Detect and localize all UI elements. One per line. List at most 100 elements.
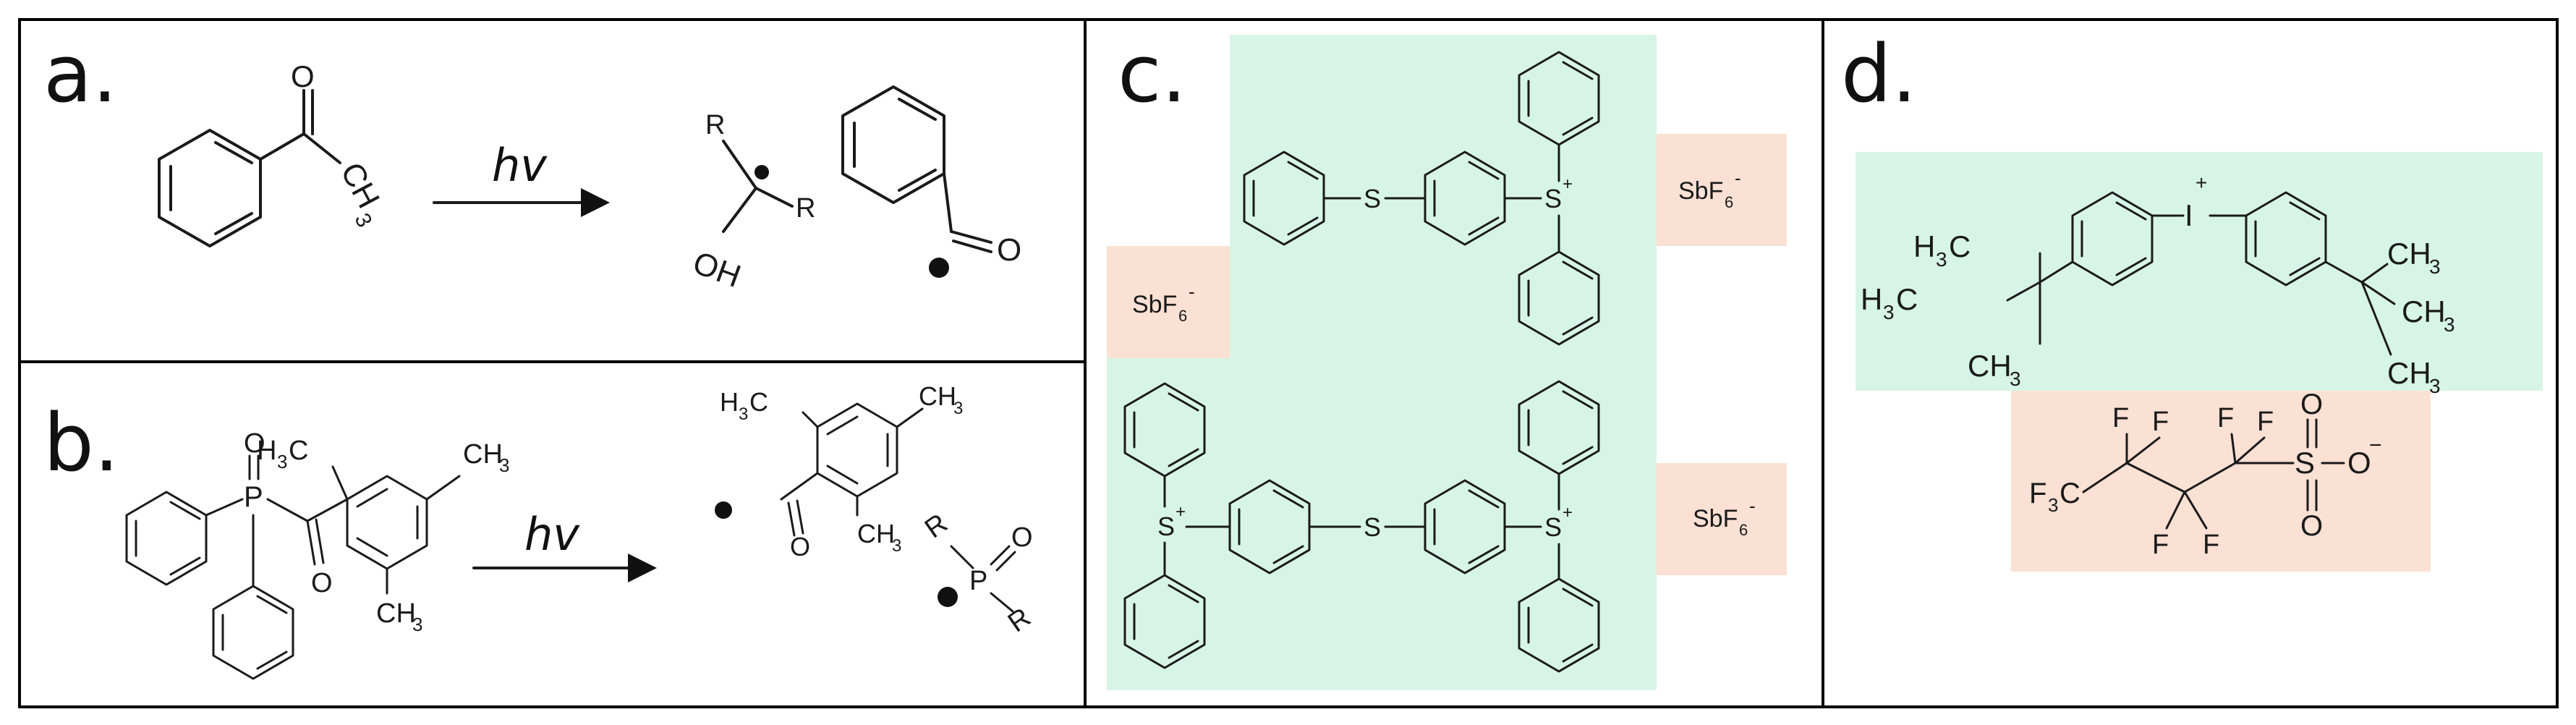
hv-label-a: hv xyxy=(492,139,548,192)
d-right-ch3-top-sub: 3 xyxy=(2429,255,2441,278)
radical-ch3-bottom-sub: 3 xyxy=(892,536,901,556)
anion-f6: F xyxy=(2257,407,2274,437)
tpo-h3c-sub: 3 xyxy=(277,451,287,472)
d-left-h3c-top: H xyxy=(1913,229,1935,263)
panel-c-label: c. xyxy=(1118,27,1186,120)
d-left-h3c-mid-c: C xyxy=(1896,282,1918,316)
radical-h3c: H xyxy=(720,387,739,417)
hv-label-b: hv xyxy=(524,508,580,561)
bottom-sulfonium-dication: S + S S + xyxy=(1123,380,1600,673)
bottom-left-s-plus: S xyxy=(1157,512,1175,541)
panel-c-white-gap xyxy=(1107,35,1230,246)
anion-o-minus: O xyxy=(2347,446,2371,480)
anion-o-bottom: O xyxy=(2300,510,2323,542)
anion-f3c: F xyxy=(2029,478,2046,509)
ketyl-r2: R xyxy=(796,193,815,224)
tpo-p: P xyxy=(244,481,263,513)
tpo-ch3-bottom-sub: 3 xyxy=(412,614,422,635)
tpo-o1: O xyxy=(244,428,265,459)
counterion-3: SbF xyxy=(1693,505,1738,533)
d-left-h3c-mid: H xyxy=(1861,282,1882,316)
panel-b: b. P O O xyxy=(43,381,1037,680)
d-left-h3c-top-sub: 3 xyxy=(1936,248,1947,271)
panel-c-anion-highlight-2 xyxy=(1107,246,1230,358)
phosphinoyl-p: P xyxy=(969,566,987,596)
d-left-ch3-bottom: CH xyxy=(1968,349,2012,383)
phosphinoyl-radical: R P O R xyxy=(919,508,1037,638)
counterion-1-sup: - xyxy=(1735,167,1741,189)
d-left-h3c-top-c: C xyxy=(1949,229,1971,263)
anion-f4: F xyxy=(2203,530,2219,560)
anion-f5: F xyxy=(2217,403,2234,433)
top-s-charge: + xyxy=(1563,174,1573,194)
mesitoyl-radical: H 3 C CH 3 CH 3 O xyxy=(715,381,963,561)
counterion-1: SbF xyxy=(1678,177,1723,205)
anion-f3: F xyxy=(2152,530,2169,560)
top-s: S xyxy=(1364,184,1381,213)
nonaflate-anion: F 3 C F F F F F F S O O xyxy=(2029,389,2382,560)
acetophenone-o: O xyxy=(291,59,315,93)
bottom-right-s-plus: S xyxy=(1544,512,1562,542)
panel-d-anion-highlight xyxy=(2011,391,2431,572)
acetophenone-ch3-sub: 3 xyxy=(349,209,376,231)
top-sulfonium-cation: S S + xyxy=(1243,51,1600,346)
radical-ch3-top-sub: 3 xyxy=(953,399,963,418)
panel-c-anion-highlight-3 xyxy=(1657,463,1787,575)
counterion-3-sup: - xyxy=(1749,495,1756,517)
ketyl-r1: R xyxy=(705,110,725,140)
acetophenone-ch3: CH xyxy=(333,157,386,214)
panel-c-anion-highlight-1 xyxy=(1657,134,1787,246)
phosphinoyl-o: O xyxy=(1011,522,1033,553)
counterion-3-sub: 6 xyxy=(1739,521,1748,539)
benzoyl-o: O xyxy=(997,232,1021,268)
bottom-s: S xyxy=(1364,512,1381,542)
panel-b-label: b. xyxy=(43,397,119,489)
panel-d: d. I + H 3 C H 3 C CH 3 xyxy=(1841,27,2543,572)
radical-h3c-sub: 3 xyxy=(739,404,748,424)
iodonium-i: I xyxy=(2185,198,2193,232)
anion-f1: F xyxy=(2112,403,2129,433)
d-right-ch3-bottom-sub: 3 xyxy=(2429,375,2441,397)
tpo-molecule: P O O H 3 C CH 3 CH 3 xyxy=(125,428,509,680)
anion-f3c-c: C xyxy=(2059,478,2080,509)
anion-o-minus-charge: − xyxy=(2369,433,2382,457)
d-right-ch3-bottom: CH xyxy=(2387,356,2431,390)
d-right-ch3-mid-sub: 3 xyxy=(2444,313,2455,336)
ketyl-radical: R R OH xyxy=(689,110,816,294)
anion-f3c-sub: 3 xyxy=(2048,494,2058,516)
radical-ch3-top: CH xyxy=(919,381,956,411)
tpo-ch3-bottom: CH xyxy=(376,598,416,629)
d-right-ch3-mid: CH xyxy=(2402,294,2446,328)
tpo-ch3-top: CH xyxy=(463,439,503,470)
panel-a-label: a. xyxy=(43,27,117,120)
radical-o: O xyxy=(790,532,810,561)
ketyl-oh: OH xyxy=(689,245,746,294)
acetophenone: O CH 3 xyxy=(158,59,386,247)
anion-f2: F xyxy=(2152,407,2169,437)
panel-d-cation-highlight xyxy=(1856,152,2543,391)
bottom-right-s-charge: + xyxy=(1563,503,1573,522)
radical-ch3-bottom: CH xyxy=(857,519,895,548)
panel-d-label: d. xyxy=(1841,27,1917,120)
iodonium-cation: I + H 3 C H 3 C CH 3 xyxy=(1861,171,2455,397)
tpo-o2: O xyxy=(311,568,333,598)
phosphinoyl-r1: R xyxy=(919,508,953,544)
d-right-ch3-top: CH xyxy=(2387,237,2431,271)
panel-c: c. S S + SbF xyxy=(1107,27,1787,690)
d-left-h3c-mid-sub: 3 xyxy=(1883,301,1895,323)
anion-o-top: O xyxy=(2300,389,2323,420)
counterion-1-sub: 6 xyxy=(1725,193,1733,211)
counterion-2-sub: 6 xyxy=(1178,307,1187,325)
tpo-ch3-top-sub: 3 xyxy=(499,454,509,476)
benzoyl-radical: O xyxy=(841,85,1021,278)
counterion-2-sup: - xyxy=(1189,281,1195,302)
tpo-h3c: H xyxy=(257,436,276,466)
d-left-ch3-bottom-sub: 3 xyxy=(2010,368,2021,390)
radical-h3c-c: C xyxy=(749,387,768,417)
top-s-plus: S xyxy=(1544,184,1562,213)
counterion-2: SbF xyxy=(1132,291,1177,318)
panel-a: a. O CH 3 hv R R xyxy=(43,27,1021,294)
tpo-h3c-c: C xyxy=(289,436,308,466)
iodonium-charge: + xyxy=(2195,171,2207,194)
